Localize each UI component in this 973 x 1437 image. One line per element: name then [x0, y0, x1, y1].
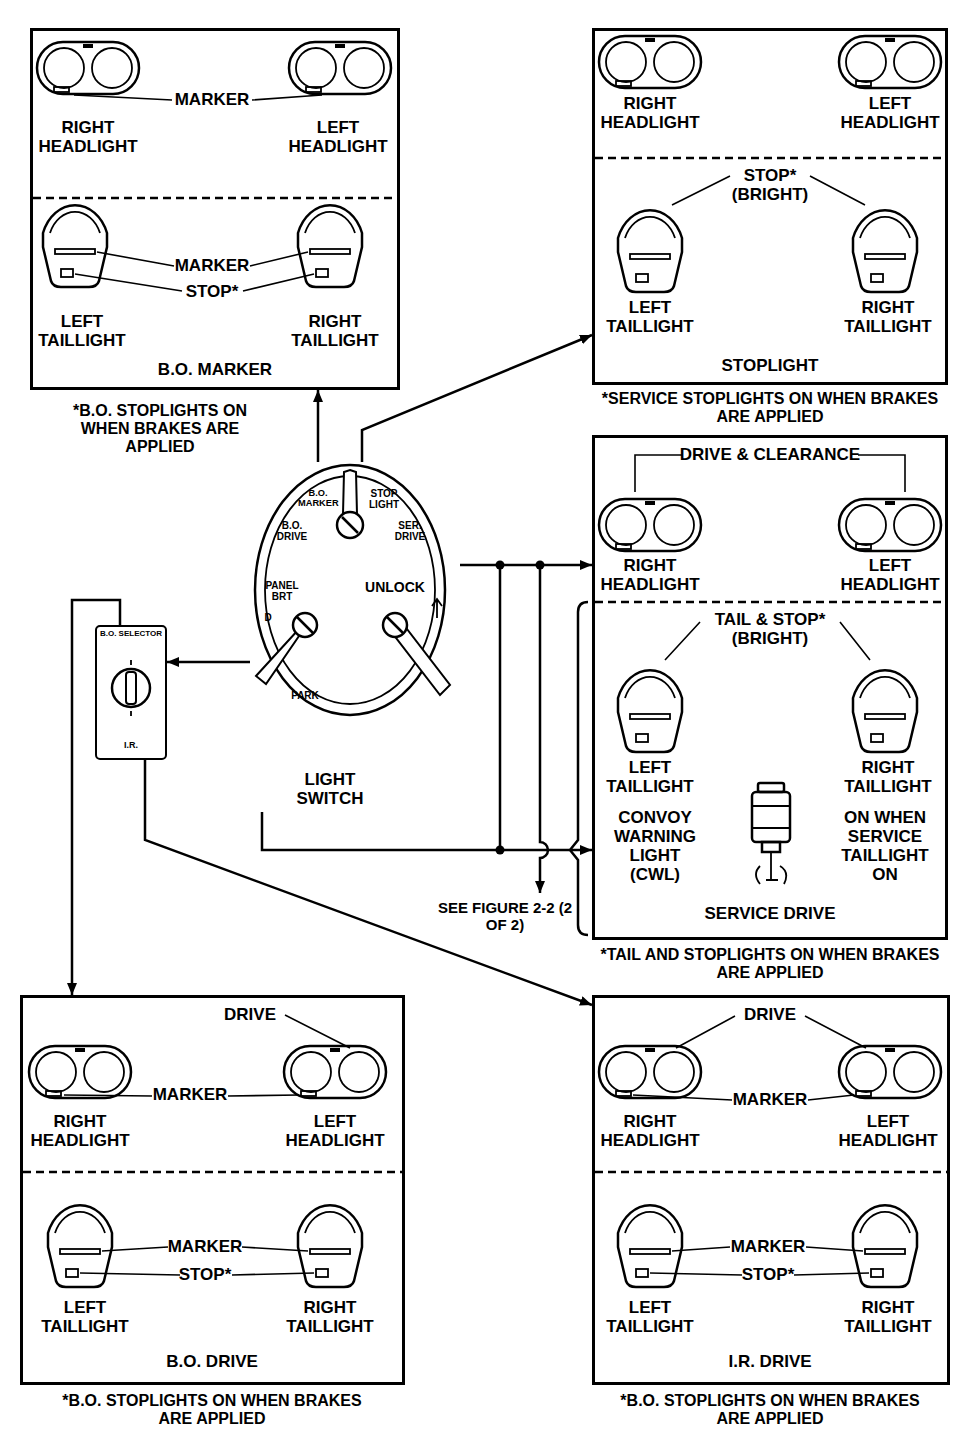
node-label: TAIL & STOP* (BRIGHT)	[685, 610, 855, 648]
node-label: PARK	[285, 690, 325, 701]
node-label: *B.O. STOPLIGHTS ON WHEN BRAKES ARE APPL…	[610, 1392, 930, 1428]
node-label: SER. DRIVE	[390, 520, 430, 542]
wiring	[500, 565, 588, 935]
node-label: CONVOY WARNING LIGHT (CWL)	[605, 808, 705, 884]
lighting-mode-box: DRIVEMARKERRIGHT HEADLIGHTLEFT HEADLIGHT…	[20, 995, 405, 1385]
node-label: B.O. MARKER	[115, 360, 315, 379]
node-label: LEFT HEADLIGHT	[823, 1112, 953, 1150]
node-label: RIGHT HEADLIGHT	[585, 1112, 715, 1150]
node-label: RIGHT TAILLIGHT	[823, 1298, 953, 1336]
node-label: RIGHT TAILLIGHT	[270, 312, 400, 350]
node-label: LEFT HEADLIGHT	[825, 556, 955, 594]
node-label: UNLOCK	[360, 580, 430, 596]
node-label: LEFT HEADLIGHT	[825, 94, 955, 132]
node-label: B.O. SELECTOR	[98, 630, 164, 639]
node-label: MARKER	[140, 1085, 240, 1104]
node-label: LEFT HEADLIGHT	[273, 118, 403, 156]
node-label: I.R. DRIVE	[670, 1352, 870, 1371]
node-label: *SERVICE STOPLIGHTS ON WHEN BRAKES ARE A…	[600, 390, 940, 426]
node-label: MARKER	[162, 256, 262, 275]
node-label: LEFT HEADLIGHT	[270, 1112, 400, 1150]
lighting-mode-box: RIGHT HEADLIGHTLEFT HEADLIGHTSTOP* (BRIG…	[592, 28, 948, 385]
node-label: B.O. DRIVE	[272, 520, 312, 542]
node-label: D	[262, 612, 274, 623]
circuit-arrow	[262, 812, 592, 850]
node-label: DRIVE	[735, 1005, 805, 1024]
junction-dot	[496, 561, 545, 855]
node-label: DRIVE & CLEARANCE	[660, 445, 880, 464]
taillight-symbol	[43, 205, 917, 1287]
light-switch-body	[255, 465, 450, 715]
node-label: LEFT TAILLIGHT	[17, 312, 147, 350]
node-label: MARKER	[162, 90, 262, 109]
node-label: RIGHT TAILLIGHT	[265, 1298, 395, 1336]
section-divider	[23, 158, 947, 1172]
node-label: RIGHT HEADLIGHT	[15, 1112, 145, 1150]
node-label: RIGHT HEADLIGHT	[585, 556, 715, 594]
node-label: MARKER	[718, 1237, 818, 1256]
node-label: PANEL BRT	[262, 580, 302, 602]
node-label: *B.O. STOPLIGHTS ON WHEN BRAKES ARE APPL…	[50, 402, 270, 456]
node-label: B.O. DRIVE	[112, 1352, 312, 1371]
node-label: LEFT TAILLIGHT	[20, 1298, 150, 1336]
node-label: LEFT TAILLIGHT	[585, 758, 715, 796]
node-label: *TAIL AND STOPLIGHTS ON WHEN BRAKES ARE …	[590, 946, 950, 982]
node-label: MARKER	[720, 1090, 820, 1109]
node-label: MARKER	[155, 1237, 255, 1256]
node-label: ON WHEN SERVICE TAILLIGHT ON	[830, 808, 940, 884]
circuit-arrow	[317, 390, 320, 462]
lighting-mode-box: DRIVE & CLEARANCERIGHT HEADLIGHTLEFT HEA…	[592, 435, 948, 940]
node-label: STOP*	[728, 1265, 808, 1284]
leader-line	[64, 95, 905, 1275]
node-label: STOPLIGHT	[680, 356, 860, 375]
node-label: LEFT TAILLIGHT	[585, 298, 715, 336]
lighting-mode-box: MARKERRIGHT HEADLIGHTLEFT HEADLIGHTMARKE…	[30, 28, 400, 390]
node-label: I.R.	[111, 740, 151, 750]
node-label: *B.O. STOPLIGHTS ON WHEN BRAKES ARE APPL…	[62, 1392, 362, 1428]
circuit-arrow	[460, 564, 592, 567]
convoy-warning-light	[752, 783, 790, 884]
node-label: RIGHT TAILLIGHT	[823, 298, 953, 336]
lighting-mode-box: DRIVEMARKERRIGHT HEADLIGHTLEFT HEADLIGHT…	[592, 995, 950, 1385]
node-label: RIGHT TAILLIGHT	[823, 758, 953, 796]
node-label: RIGHT HEADLIGHT	[23, 118, 153, 156]
node-label: RIGHT HEADLIGHT	[585, 94, 715, 132]
node-label: STOP LIGHT	[364, 488, 404, 510]
node-label: DRIVE	[215, 1005, 285, 1024]
node-label: LIGHT SWITCH	[270, 770, 390, 808]
circuit-arrow	[145, 760, 592, 1005]
node-label: SERVICE DRIVE	[670, 904, 870, 923]
node-label: STOP* (BRIGHT)	[715, 166, 825, 204]
node-label: STOP*	[165, 1265, 245, 1284]
selector-switch: B.O. SELECTOR I.R.	[95, 625, 167, 760]
figure-reference: SEE FIGURE 2-2 (2 OF 2)	[435, 900, 575, 934]
circuit-arrow	[167, 661, 250, 664]
selector-knob	[112, 660, 150, 716]
node-label: STOP*	[172, 282, 252, 301]
node-label: LEFT TAILLIGHT	[585, 1298, 715, 1336]
node-label: B.O. MARKER	[298, 488, 338, 509]
circuit-arrow	[362, 335, 592, 462]
light-switch: B.O. MARKER STOP LIGHT B.O. DRIVE SER. DRIV…	[250, 462, 460, 812]
